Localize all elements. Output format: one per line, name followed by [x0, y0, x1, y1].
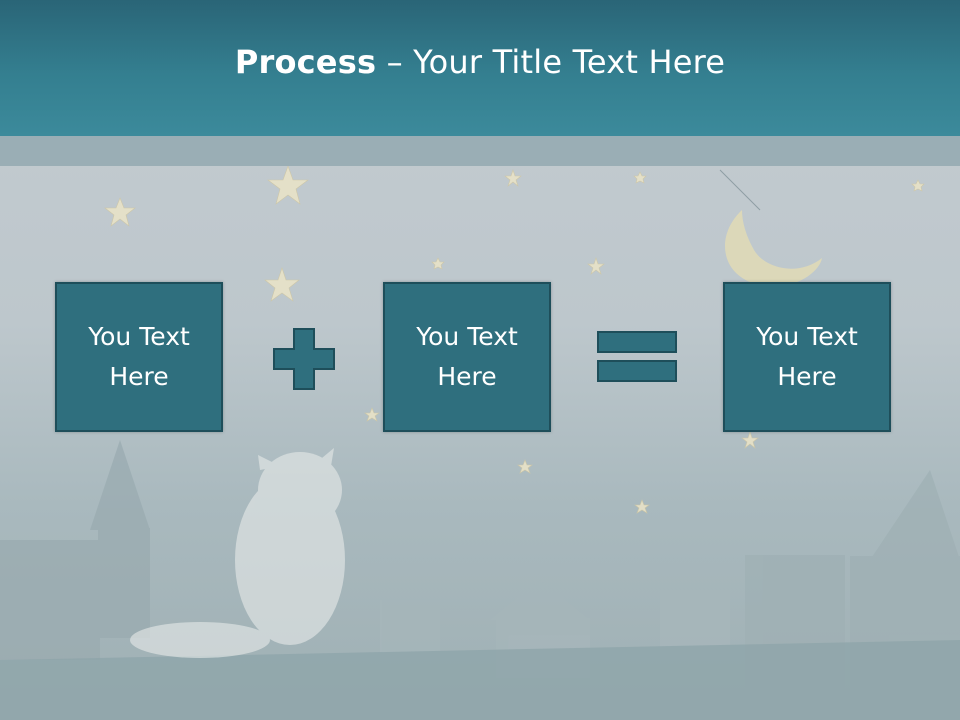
- title-rest-part: – Your Title Text Here: [376, 43, 726, 81]
- left-tower: [0, 440, 150, 660]
- moon-icon: [725, 210, 822, 287]
- star-icon: [267, 165, 309, 205]
- title-bar: Process – Your Title Text Here: [0, 0, 960, 136]
- star-icon: [504, 169, 522, 187]
- plus-icon: [273, 328, 335, 390]
- stars: [104, 165, 925, 514]
- star-icon: [633, 171, 647, 184]
- process-box-3-label: You Text Here: [756, 322, 858, 391]
- star-icon: [264, 267, 300, 302]
- star-icon: [517, 459, 533, 474]
- rooftop: [0, 640, 960, 720]
- star-icon: [911, 179, 925, 192]
- process-box-3[interactable]: You Text Here: [723, 282, 891, 432]
- title-underband: [0, 136, 960, 166]
- star-icon: [104, 197, 136, 227]
- star-icon: [364, 407, 380, 422]
- title-bold-part: Process: [234, 43, 377, 81]
- equals-icon: [597, 331, 677, 382]
- cat-illustration: [130, 448, 345, 658]
- process-box-1-label: You Text Here: [88, 322, 190, 391]
- star-icon: [587, 257, 605, 275]
- star-icon: [431, 257, 445, 270]
- process-box-2[interactable]: You Text Here: [383, 282, 551, 432]
- star-icon: [741, 431, 759, 449]
- slide-title: Process – Your Title Text Here: [235, 43, 725, 81]
- houses: [380, 580, 730, 678]
- star-icon: [634, 499, 650, 514]
- process-box-2-label: You Text Here: [416, 322, 518, 391]
- process-box-1[interactable]: You Text Here: [55, 282, 223, 432]
